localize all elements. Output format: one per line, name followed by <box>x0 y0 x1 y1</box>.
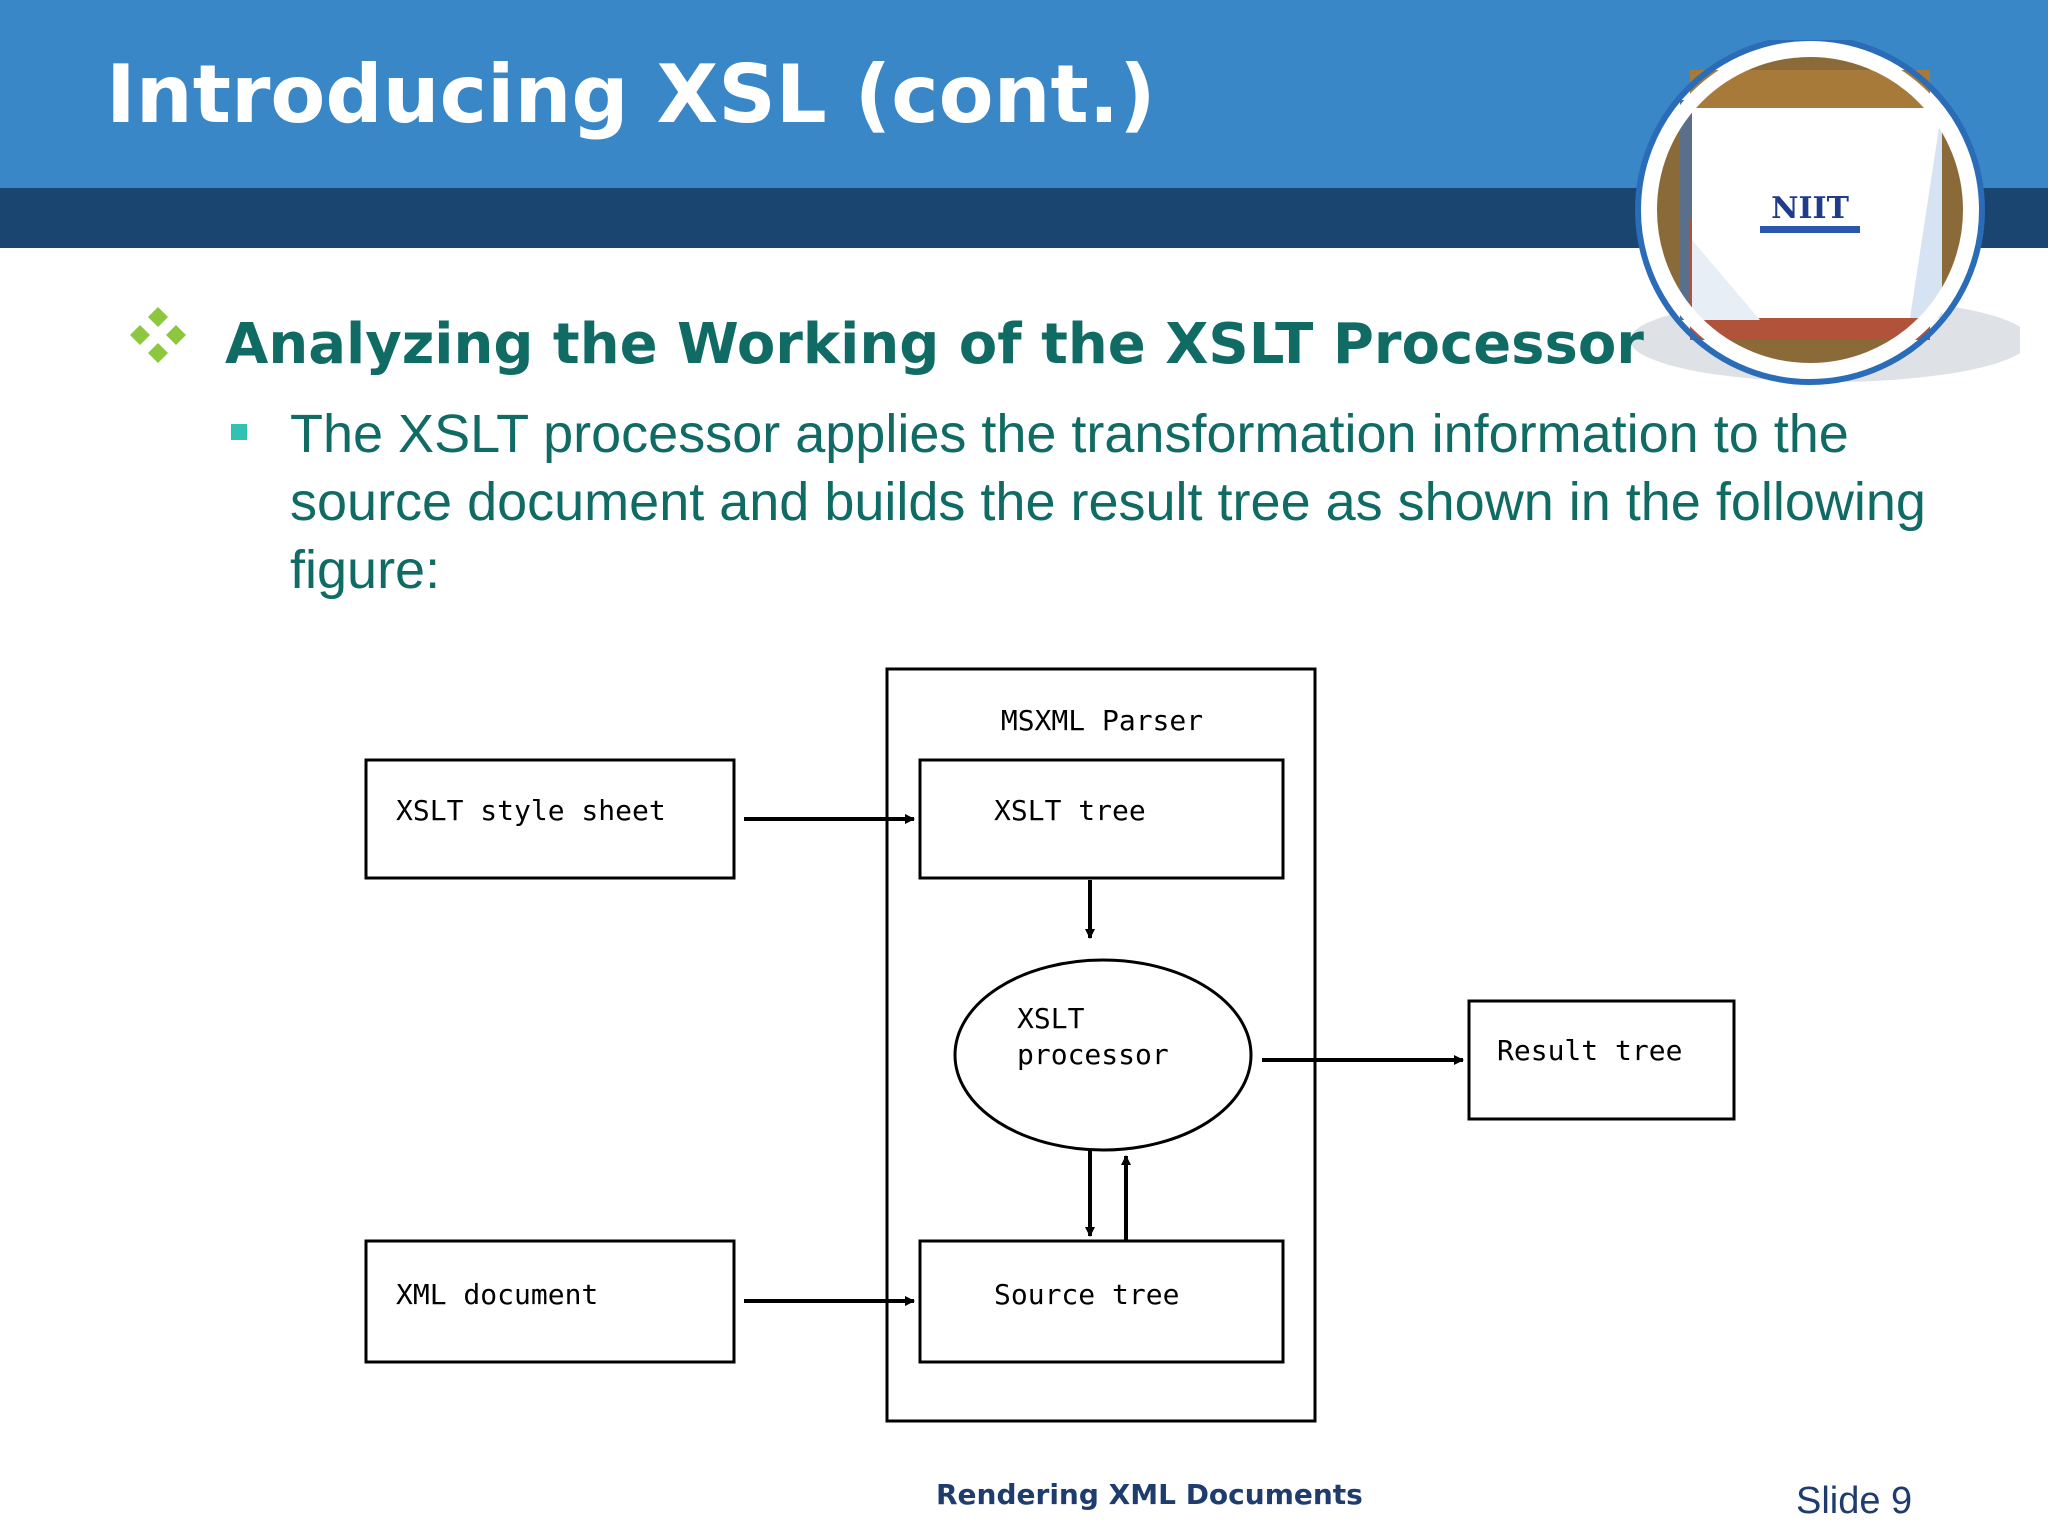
xslt-stylesheet-label: XSLT style sheet <box>396 794 666 827</box>
footer-title: Rendering XML Documents <box>936 1478 1363 1511</box>
xslt-stylesheet-box <box>364 758 736 880</box>
xslt-tree-box <box>918 758 1285 880</box>
xml-document-box <box>364 1239 736 1364</box>
msxml-parser-label: MSXML Parser <box>1001 704 1203 737</box>
msxml-parser-box <box>885 667 1317 1423</box>
xslt-processor-label-1: XSLT <box>1017 1002 1085 1035</box>
section-heading: Analyzing the Working of the XSLT Proces… <box>225 312 1644 377</box>
slide-title: Introducing XSL (cont.) <box>106 48 1156 141</box>
result-tree-label: Result tree <box>1497 1034 1682 1067</box>
xml-document-label: XML document <box>396 1278 598 1311</box>
source-tree-box <box>918 1239 1285 1364</box>
diamond-bullet-icon <box>128 305 188 365</box>
body-paragraph: The XSLT processor applies the transform… <box>290 404 1926 600</box>
result-tree-box <box>1467 999 1736 1121</box>
niit-logo: NIIT <box>1620 35 2030 400</box>
square-bullet-icon <box>231 424 247 440</box>
logo-text: NIIT <box>1771 191 1849 226</box>
xslt-processor-label-2: processor <box>1017 1038 1169 1071</box>
source-tree-label: Source tree <box>994 1278 1179 1311</box>
xslt-processor-ellipse <box>953 958 1253 1152</box>
slide-number: Slide 9 <box>1796 1480 1913 1522</box>
xslt-tree-label: XSLT tree <box>994 794 1146 827</box>
